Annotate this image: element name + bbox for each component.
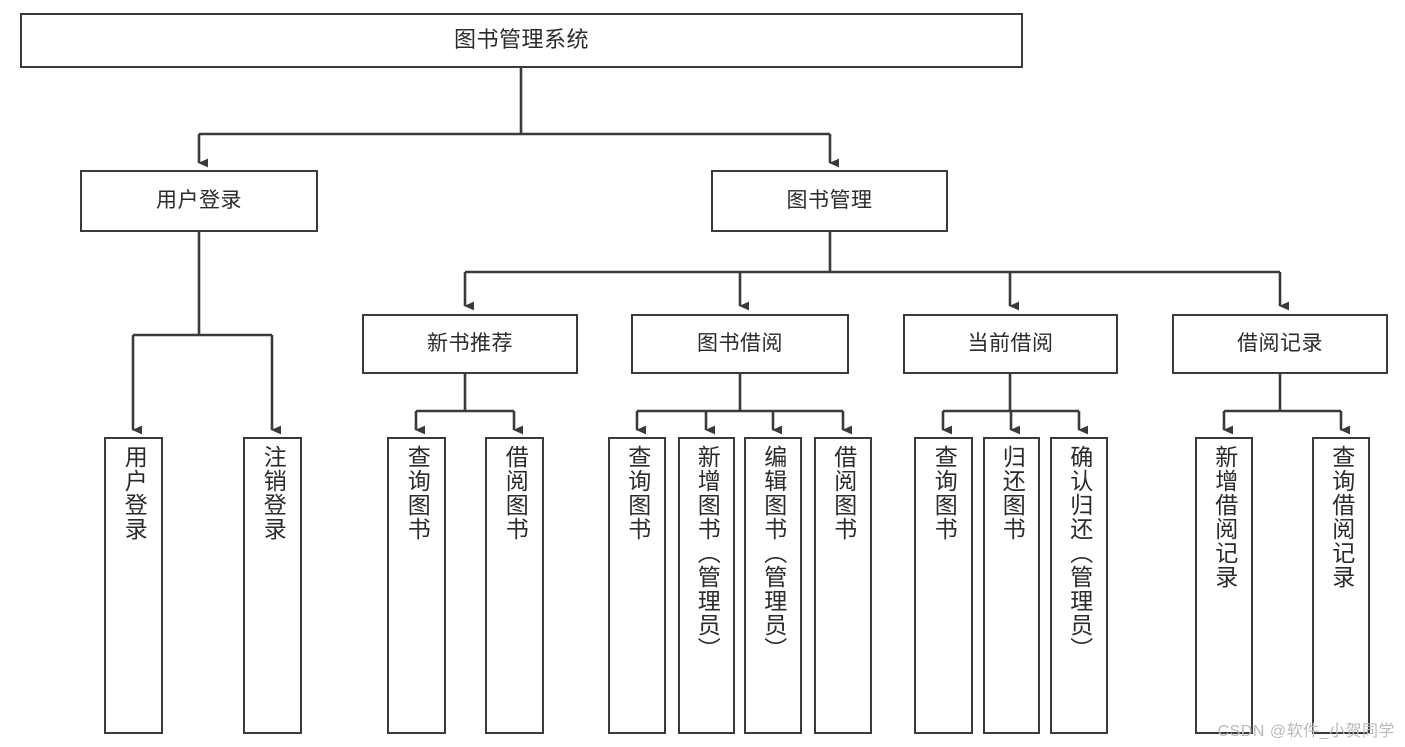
node-leaf-confirm-return-admin[interactable]: 确认归还（管理员） [1050,437,1108,734]
node-label: 图书管理系统 [453,27,589,53]
node-leaf-query-book-current[interactable]: 查询图书 [914,437,973,734]
node-label: 查询图书 [931,445,958,541]
node-label: 新增图书（管理员） [694,445,721,661]
node-current-borrow[interactable]: 当前借阅 [903,314,1118,374]
node-label: 借阅图书 [830,445,857,541]
node-label: 新增借阅记录 [1211,445,1238,589]
node-book-borrow[interactable]: 图书借阅 [631,314,849,374]
node-leaf-add-borrow-record[interactable]: 新增借阅记录 [1195,437,1253,734]
node-label: 借阅图书 [502,445,529,541]
node-label: 用户登录 [156,189,242,213]
node-leaf-borrow-book[interactable]: 借阅图书 [814,437,872,734]
node-borrow-record[interactable]: 借阅记录 [1172,314,1388,374]
node-label: 查询图书 [624,445,651,541]
node-label: 当前借阅 [967,332,1054,356]
node-label: 新书推荐 [427,332,513,356]
node-leaf-edit-book-admin[interactable]: 编辑图书（管理员） [744,437,802,734]
node-label: 确认归还（管理员） [1066,445,1093,661]
node-label: 注销登录 [260,445,287,541]
node-leaf-query-book-borrow[interactable]: 查询图书 [608,437,666,734]
node-label: 借阅记录 [1237,332,1323,356]
node-leaf-user-login[interactable]: 用户登录 [104,437,163,734]
node-user-login[interactable]: 用户登录 [80,170,318,232]
watermark-text: CSDN @软件_小贺同学 [1217,723,1395,740]
node-leaf-return-book[interactable]: 归还图书 [983,437,1040,734]
node-label: 编辑图书（管理员） [760,445,787,661]
node-leaf-user-logout[interactable]: 注销登录 [243,437,302,734]
node-label: 用户登录 [121,445,148,541]
node-leaf-query-book-recommend[interactable]: 查询图书 [387,437,446,734]
node-book-management[interactable]: 图书管理 [711,170,948,232]
node-root-system[interactable]: 图书管理系统 [20,13,1023,68]
node-label: 查询图书 [404,445,431,541]
node-leaf-add-book-admin[interactable]: 新增图书（管理员） [678,437,735,734]
node-new-book-recommend[interactable]: 新书推荐 [362,314,578,374]
node-label: 图书借阅 [697,332,783,356]
node-label: 查询借阅记录 [1328,445,1355,589]
node-label: 归还图书 [999,445,1026,541]
node-leaf-query-borrow-record[interactable]: 查询借阅记录 [1312,437,1370,734]
node-leaf-borrow-book-recommend[interactable]: 借阅图书 [485,437,544,734]
node-label: 图书管理 [786,189,873,213]
